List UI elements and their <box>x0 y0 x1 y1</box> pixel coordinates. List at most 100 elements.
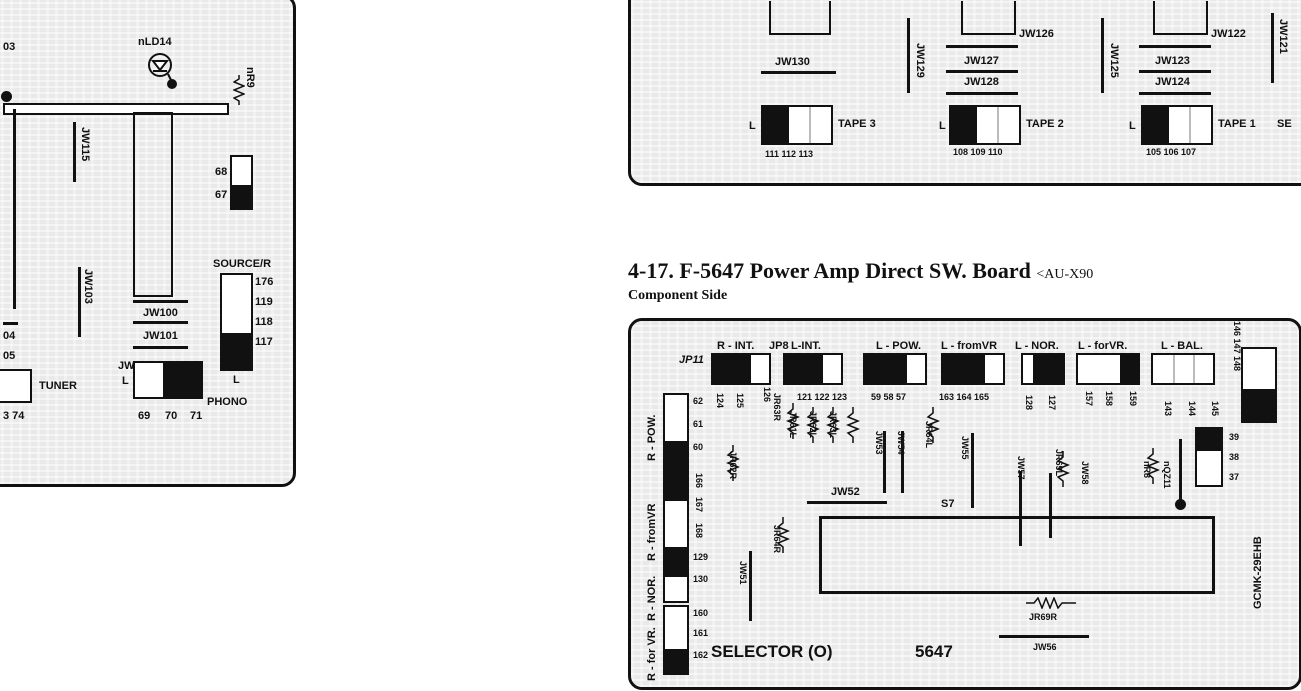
resistor-row-icon <box>725 403 1161 553</box>
model-label: <AU-X90 <box>1036 267 1094 282</box>
top-left-board: nLD14 03 nR9 JW115 68 67 SOURCE/R 176 11… <box>0 0 296 487</box>
jumper-jw103 <box>78 267 81 337</box>
switch-r-forvr <box>663 605 689 675</box>
label-176: 176 <box>255 276 274 288</box>
switch-phono <box>133 361 203 399</box>
label-tape1: TAPE 1 <box>1218 118 1256 130</box>
label-nld14: nLD14 <box>138 36 172 48</box>
jumper-jw130 <box>761 71 836 74</box>
switch-l-int <box>783 353 843 385</box>
label-jp11: JP11 <box>679 354 704 366</box>
label-jw123: JW123 <box>1155 55 1190 67</box>
label-117: 117 <box>255 336 273 348</box>
label-jw121: JW121 <box>1277 19 1289 54</box>
jumper-line-tape2 <box>946 92 1018 95</box>
section-subtitle: Component Side <box>628 288 728 303</box>
jumper-jw100-line <box>133 300 188 303</box>
label-jw124: JW124 <box>1155 76 1190 88</box>
label-p121-123: 121 122 123 <box>797 392 848 402</box>
label-l-phono: L <box>122 375 129 387</box>
label-jw115: JW115 <box>79 127 91 162</box>
pad-jw130-top <box>769 1 831 35</box>
label-jw128: JW128 <box>964 76 999 88</box>
switch-r-fromvr <box>663 471 689 549</box>
label-l-fromvr: L - fromVR <box>941 340 998 352</box>
label-jw103: JW103 <box>82 269 94 304</box>
resistor-icon <box>233 75 245 105</box>
label-71: 71 <box>190 410 203 422</box>
jumper-jw127-line <box>946 45 1018 48</box>
label-03: 03 <box>3 41 16 53</box>
label-p39: 39 <box>1229 432 1240 442</box>
switch-l-forvr <box>1076 353 1140 385</box>
selector-switch-s7 <box>819 516 1215 594</box>
label-l-tape2: L <box>939 120 946 132</box>
label-selector: SELECTOR (O) <box>711 642 833 661</box>
label-jw100: JW100 <box>143 307 178 319</box>
switch-l-pow <box>863 353 927 385</box>
label-l-tape1: L <box>1129 120 1136 132</box>
jumper-jw123-line <box>1139 45 1211 48</box>
pad-jw122-top <box>1153 1 1208 35</box>
jumper-jw56 <box>999 635 1089 638</box>
label-l-nor: L - NOR. <box>1015 340 1059 352</box>
switch-r-nor <box>663 549 689 603</box>
label-p162: 162 <box>693 650 709 660</box>
jumper-jw128-line <box>946 70 1018 73</box>
zener-pad <box>1175 499 1186 510</box>
label-r-nor: R - NOR. <box>646 575 658 621</box>
label-r-fromvr: R - fromVR <box>646 503 658 561</box>
label-p146-148: 146 147 148 <box>1232 321 1242 372</box>
label-pins-tape2: 108 109 110 <box>953 147 1003 157</box>
resistor-jr69r-icon <box>1026 597 1076 609</box>
jumper-jw124-line <box>1139 70 1211 73</box>
jumper-line-3 <box>133 346 188 349</box>
label-s7: S7 <box>941 498 955 510</box>
trace-04 <box>3 322 18 325</box>
switch-l-bal <box>1151 353 1215 385</box>
trace-vertical-left <box>13 109 16 309</box>
switch-68-67 <box>230 155 253 210</box>
label-69: 69 <box>138 410 151 422</box>
pad-jw126-top <box>961 1 1016 35</box>
label-tape3: TAPE 3 <box>838 118 876 130</box>
label-board-number: 5647 <box>915 642 953 661</box>
label-70: 70 <box>165 410 178 422</box>
label-68: 68 <box>215 166 228 178</box>
label-tuner: TUNER <box>39 380 77 392</box>
label-jw101: JW101 <box>143 330 178 342</box>
section-title: 4-17. F-5647 Power Amp Direct SW. Board <box>628 258 1031 283</box>
label-jw51: JW51 <box>738 561 748 585</box>
jumper-jw125 <box>1101 18 1104 93</box>
label-gcmk: GCMK-29EHB <box>1252 536 1264 609</box>
switch-tape1 <box>1141 105 1213 145</box>
label-phono: PHONO <box>207 396 248 408</box>
label-p163-165: 163 164 165 <box>939 392 990 402</box>
label-jw125: JW125 <box>1108 43 1120 78</box>
label-l-forvr: L - forVR. <box>1078 340 1128 352</box>
zener-body <box>1179 439 1182 501</box>
label-l-bal: L - BAL. <box>1161 340 1203 352</box>
jumper-line-tape1 <box>1139 92 1211 95</box>
long-jumper-frame <box>133 112 173 297</box>
label-p62: 62 <box>693 396 704 406</box>
label-r-pow: R - POW. <box>646 414 658 461</box>
label-p167: 167 <box>694 497 704 513</box>
label-p60: 60 <box>693 442 704 452</box>
jumper-jw129 <box>907 18 910 93</box>
label-p61: 61 <box>693 419 704 429</box>
label-jw126: JW126 <box>1019 28 1054 40</box>
top-right-board: JW130 JW129 JW126 JW127 JW128 JW125 JW12… <box>628 0 1301 186</box>
label-p166: 166 <box>694 473 704 489</box>
label-jr69r: JR69R <box>1029 612 1058 622</box>
label-r-int: R - INT. <box>717 340 755 352</box>
label-p37: 37 <box>1229 472 1240 482</box>
switch-39-37 <box>1195 427 1223 487</box>
label-jw56: JW56 <box>1033 642 1057 652</box>
diode-icon <box>148 53 177 89</box>
label-se: SE <box>1277 118 1292 130</box>
label-jw52: JW52 <box>831 486 860 498</box>
label-jw129: JW129 <box>914 43 926 78</box>
label-source-r: SOURCE/R <box>213 258 272 270</box>
label-l-tape3: L <box>749 120 756 132</box>
